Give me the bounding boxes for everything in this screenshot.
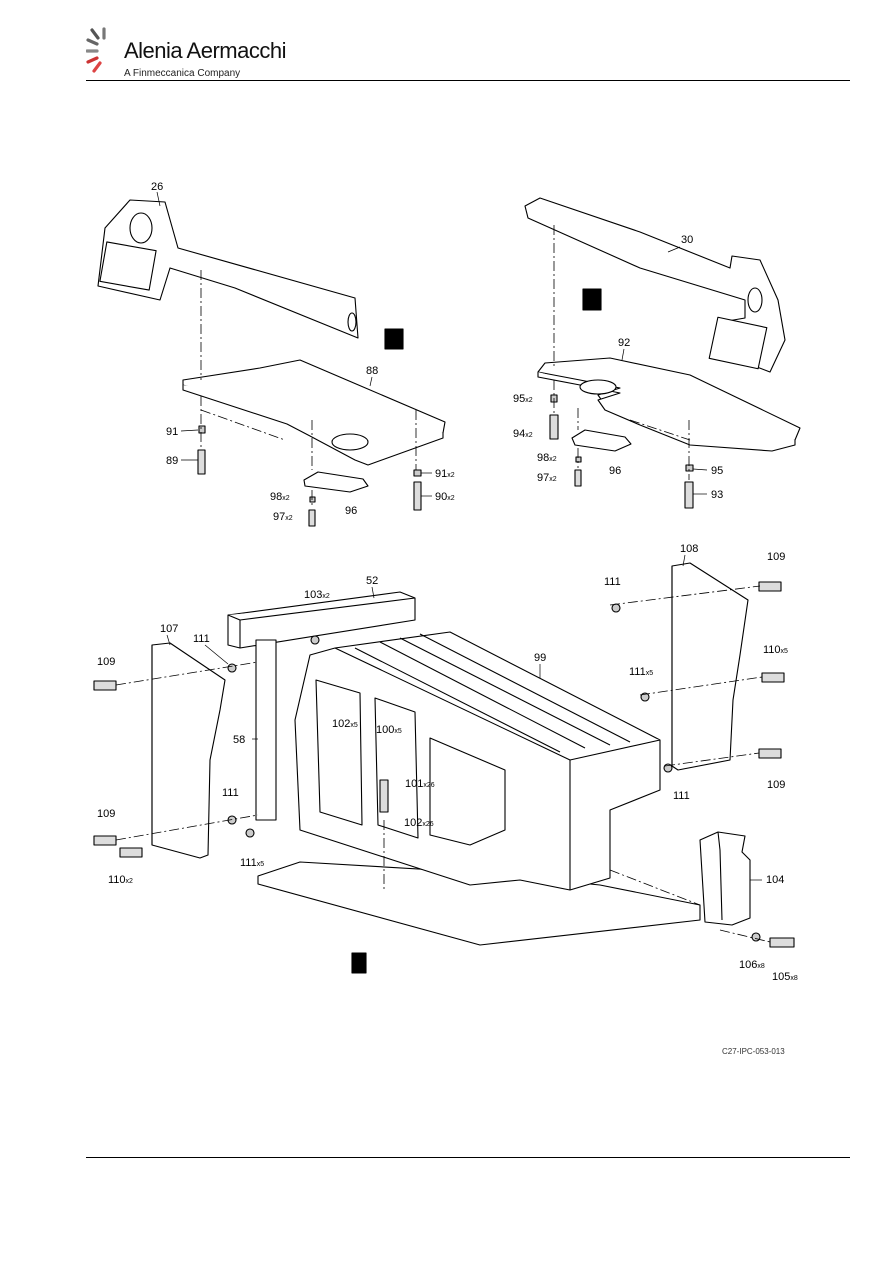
callout-96-g: 96	[345, 505, 357, 517]
side-panel-108	[671, 562, 749, 771]
callout-109-a: 109	[97, 656, 115, 668]
callout-111-d: 111	[222, 787, 239, 799]
callout-labels: 26 30 88 92 91 89 91x2 90x2 98x2 97x2 96…	[97, 181, 798, 983]
brand-tagline: A Finmeccanica Company	[124, 68, 241, 79]
drawing-code: C27-IPC-053-013	[722, 1047, 785, 1056]
callout-95-x2: 95x2	[513, 393, 533, 405]
callout-91-x2: 91x2	[435, 468, 455, 480]
bracket-104	[699, 831, 751, 926]
callout-95: 95	[711, 465, 723, 477]
callout-111-x5-a: 111x5	[629, 666, 653, 678]
company-logo: Alenia Aermacchi A Finmeccanica Company	[86, 24, 286, 80]
callout-98-x2-g: 98x2	[270, 491, 290, 503]
callout-106-x8: 106x8	[739, 959, 765, 971]
rail-assembly-26	[97, 199, 359, 339]
callout-110-x5-a: 110x5	[763, 644, 788, 656]
callout-109-c: 109	[767, 779, 785, 791]
callout-99: 99	[534, 652, 546, 664]
view-i-box	[351, 952, 367, 974]
callout-26: 26	[151, 181, 163, 193]
view-letter-g: G	[388, 332, 400, 349]
post-58	[255, 639, 277, 821]
footer-rule	[86, 1157, 850, 1158]
callout-92: 92	[618, 337, 630, 349]
view-h-box	[582, 288, 602, 311]
leader-lines-h	[553, 225, 691, 480]
callout-111-a: 111	[193, 633, 210, 645]
callout-97-x2-h: 97x2	[537, 472, 557, 484]
callout-102-x26: 102x26	[404, 817, 434, 829]
brand-name: Alenia Aermacchi	[124, 38, 286, 63]
header-rule	[86, 80, 850, 81]
view-g-box	[384, 328, 404, 350]
logo-mark-icon	[86, 27, 106, 73]
callout-104: 104	[766, 874, 784, 886]
callout-111-c: 111	[673, 790, 690, 802]
callout-98-x2-h: 98x2	[537, 452, 557, 464]
callout-88: 88	[366, 365, 378, 377]
floor-plate-92	[537, 357, 801, 452]
callout-91: 91	[166, 426, 178, 438]
callout-108: 108	[680, 543, 698, 555]
callout-103-x2: 103x2	[304, 589, 330, 601]
callout-105-x8: 105x8	[772, 971, 798, 983]
view-letter-h: H	[586, 293, 598, 310]
callout-96-h: 96	[609, 465, 621, 477]
callout-107: 107	[160, 623, 178, 635]
callout-111-x5-b: 111x5	[240, 857, 264, 869]
side-panel-107	[151, 642, 226, 859]
callout-109-d: 109	[97, 808, 115, 820]
callout-leaders	[156, 191, 762, 881]
frame-99	[294, 631, 661, 891]
view-letters: G H I	[357, 293, 598, 973]
callout-102-x5: 102x5	[332, 718, 358, 730]
callout-111-b: 111	[604, 576, 621, 588]
view-letter-i: I	[357, 956, 361, 973]
callout-100-x5: 100x5	[376, 724, 402, 736]
callout-109-b: 109	[767, 551, 785, 563]
callout-58: 58	[233, 734, 245, 746]
callout-97-x2-g: 97x2	[273, 511, 293, 523]
leader-lines-g	[200, 270, 417, 508]
callout-101-x26: 101x26	[405, 778, 435, 790]
callout-30: 30	[681, 234, 693, 246]
leader-lines-i	[115, 585, 771, 943]
bracket-96-g	[303, 471, 369, 493]
bracket-96-h	[571, 429, 632, 452]
top-beam-52	[227, 591, 416, 649]
callout-90-x2: 90x2	[435, 491, 455, 503]
fasteners-i	[93, 581, 795, 948]
callout-89: 89	[166, 455, 178, 467]
rail-assembly-30	[524, 197, 786, 373]
callout-93: 93	[711, 489, 723, 501]
callout-94-x2: 94x2	[513, 428, 533, 440]
callout-110-x2: 110x2	[108, 874, 133, 886]
floor-plate-88	[182, 359, 446, 466]
callout-52: 52	[366, 575, 378, 587]
